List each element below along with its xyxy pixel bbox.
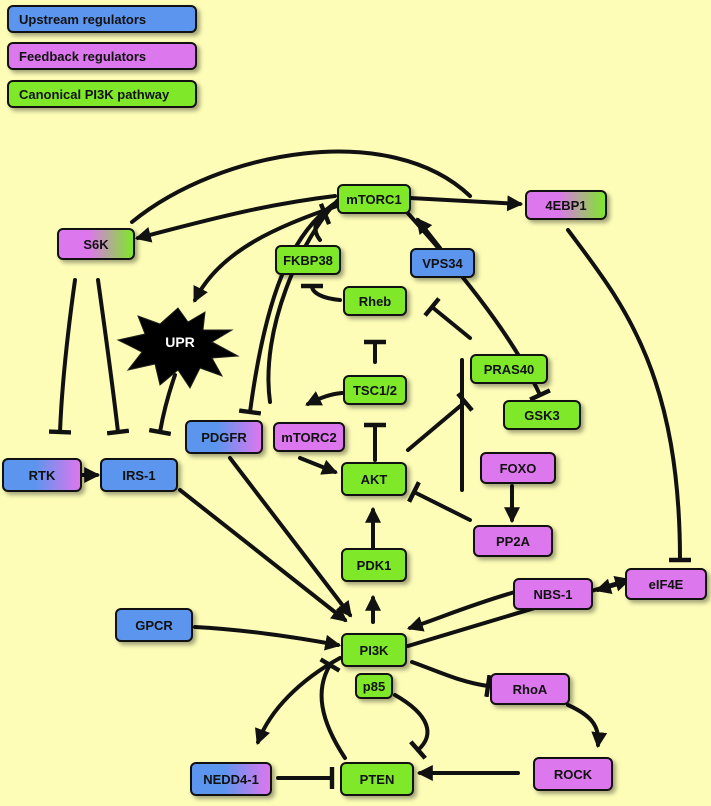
node-fkbp38: FKBP38 — [275, 245, 341, 275]
node-gpcr: GPCR — [115, 608, 193, 642]
node-pdgfr: PDGFR — [185, 420, 263, 454]
edge-gpcr-pi3k — [193, 625, 342, 651]
legend-upstream: Upstream regulators — [7, 5, 197, 33]
node-eif4e: eIF4E — [625, 568, 707, 600]
node-mtorc2: mTORC2 — [273, 422, 345, 452]
upr-starburst — [116, 307, 240, 389]
edge-s6k-rtk — [48, 278, 77, 435]
node-nedd4: NEDD4-1 — [190, 762, 272, 796]
legend-feedback-label: Feedback regulators — [19, 48, 147, 64]
node-nbs1: NBS-1 — [513, 578, 593, 610]
node-akt: AKT — [341, 462, 407, 496]
node-pi3k: PI3K — [341, 633, 407, 667]
edge-rheb-fkbp38 — [300, 283, 342, 302]
node-foxo: FOXO — [480, 452, 556, 484]
node-upr: UPR — [165, 334, 195, 350]
node-pras40: PRAS40 — [470, 354, 548, 384]
edge-s6k-feedback — [130, 149, 472, 224]
node-pten: PTEN — [340, 762, 414, 796]
node-mtorc1: mTORC1 — [337, 184, 411, 214]
edge-pdgfr-pi3k — [228, 456, 352, 618]
node-rheb: Rheb — [343, 286, 407, 316]
node-pdk1: PDK1 — [341, 548, 407, 582]
edge-mtorc1-s6k — [134, 194, 337, 243]
edge-s6k-irs1 — [96, 278, 130, 436]
edge-rhoa-rock — [566, 703, 608, 749]
node-4ebp1: 4EBP1 — [525, 190, 607, 220]
node-s6k: S6K — [57, 228, 135, 260]
edge-tsc-mtorc2 — [305, 391, 344, 406]
legend-canonical-label: Canonical PI3K pathway — [19, 86, 170, 102]
edge-fkbp38-mtorc1 — [313, 202, 332, 242]
edge-mtorc1-upr — [193, 203, 342, 303]
legend-upstream-label: Upstream regulators — [19, 11, 147, 27]
edge-upr-irs1 — [148, 373, 177, 437]
edge-nbs1-pi3k — [406, 590, 517, 632]
legend-canonical: Canonical PI3K pathway — [7, 80, 197, 108]
edge-akt-pras40 — [406, 392, 474, 452]
edge-irs1-pi3k — [178, 488, 348, 622]
edge-mtorc2-akt — [298, 456, 338, 475]
node-rhoa: RhoA — [490, 673, 570, 705]
edge-p85-pten — [393, 693, 430, 760]
edge-4ebp1-eif4e — [566, 228, 692, 563]
edge-pras40-vps34 — [423, 297, 472, 340]
node-vps34: VPS34 — [410, 248, 475, 278]
edge-mtorc1-4ebp1 — [408, 195, 524, 212]
node-gsk3: GSK3 — [503, 400, 581, 430]
edge-pten-pi3k — [319, 657, 347, 760]
node-p85: p85 — [355, 673, 393, 699]
legend-feedback: Feedback regulators — [7, 42, 197, 70]
node-rtk: RTK — [2, 458, 82, 492]
edge-pi3k-rhoa — [410, 660, 492, 698]
edge-pp2a-akt — [407, 481, 472, 522]
edge-mtorc1-pdgfr — [238, 198, 342, 416]
node-tsc: TSC1/2 — [343, 375, 407, 405]
node-irs1: IRS-1 — [100, 458, 178, 492]
node-pp2a: PP2A — [473, 525, 553, 557]
edge-vps34-mtorc1 — [416, 217, 442, 250]
node-rock: ROCK — [533, 757, 613, 791]
